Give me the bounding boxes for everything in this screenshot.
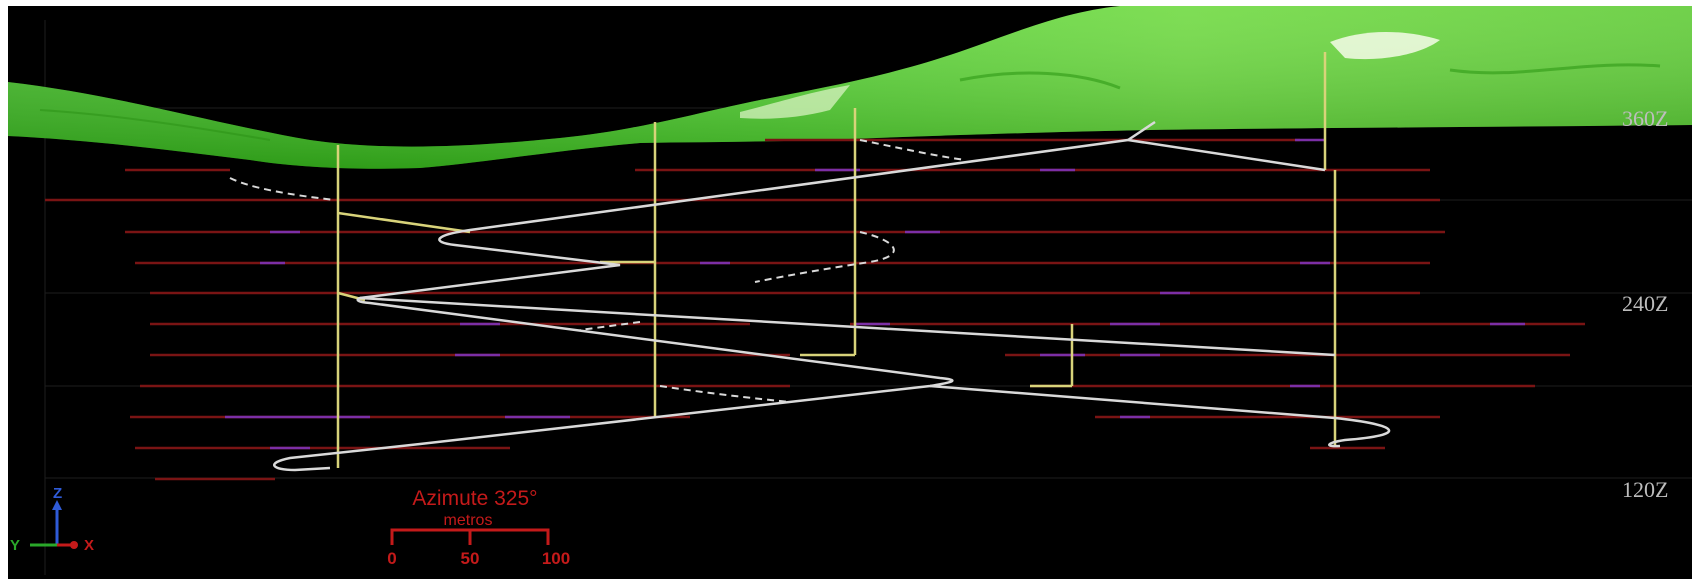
x-axis-label: X — [84, 537, 94, 554]
drill-holes — [336, 52, 1337, 468]
elevation-label-120z: 120Z — [1622, 477, 1668, 502]
scale-tick-0: 0 — [387, 549, 396, 568]
elevation-label-240z: 240Z — [1622, 291, 1668, 316]
terrain-surface — [8, 6, 1692, 169]
scale-tick-100: 100 — [542, 549, 570, 568]
y-axis-label: Y — [10, 537, 20, 554]
scale-bar-title: Azimute 325° — [412, 487, 537, 510]
z-axis-label: Z — [53, 485, 62, 502]
scale-bar-ruler — [390, 528, 550, 545]
scale-bar-unit: metros — [444, 512, 493, 529]
section-trace — [273, 120, 1391, 472]
scale-bar: Azimute 325° metros 0 50 100 — [387, 487, 570, 568]
level-lines — [45, 138, 1585, 481]
section-trace-dashed — [229, 139, 966, 403]
scale-tick-50: 50 — [461, 549, 480, 568]
elevation-label-360z: 360Z — [1622, 106, 1668, 131]
axis-triad: Z Y X — [10, 485, 94, 554]
